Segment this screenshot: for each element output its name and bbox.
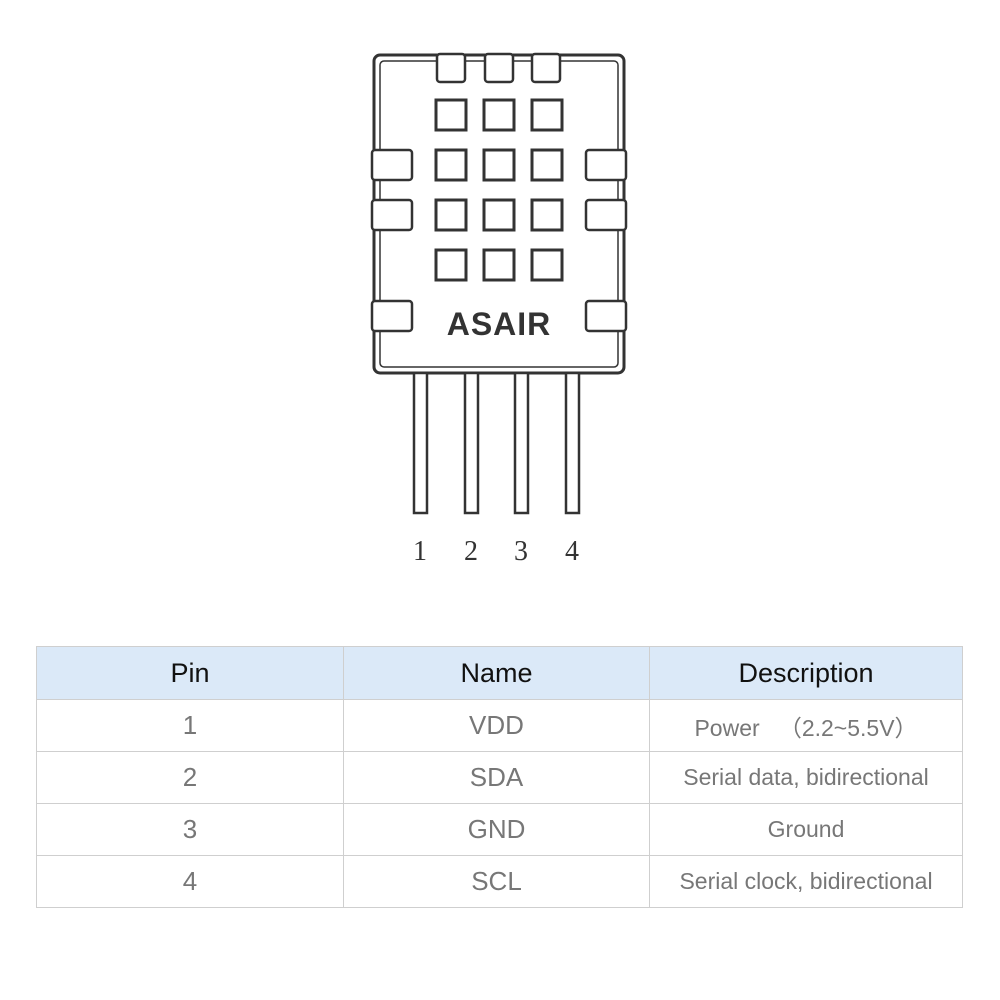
side-vents (370, 148, 628, 333)
header-description: Description (649, 646, 963, 700)
pin-label-3: 3 (514, 536, 528, 567)
pin-cell: 3 (36, 803, 344, 856)
table-row: 3 GND Ground (36, 803, 963, 856)
pin-label-4: 4 (565, 536, 579, 567)
name-cell: GND (343, 803, 650, 856)
brand-logo: ASAIR (447, 306, 552, 342)
sensor-diagram: ASAIR 1 2 3 4 (370, 52, 628, 567)
pin-cell: 2 (36, 751, 344, 804)
name-cell: SCL (343, 855, 650, 908)
vent-grid (434, 98, 564, 282)
name-cell: SDA (343, 751, 650, 804)
pin-label-2: 2 (464, 536, 478, 567)
header-name: Name (343, 646, 650, 700)
table-row: 4 SCL Serial clock, bidirectional (36, 855, 963, 908)
table-row: 2 SDA Serial data, bidirectional (36, 751, 963, 804)
pin-table: Pin Name Description 1 VDD Power （2.2~5.… (36, 646, 963, 908)
header-pin: Pin (36, 646, 344, 700)
pin-cell: 4 (36, 855, 344, 908)
pin-cell: 1 (36, 699, 344, 752)
description-cell: Serial clock, bidirectional (649, 855, 963, 908)
description-cell: Serial data, bidirectional (649, 751, 963, 804)
table-row: 1 VDD Power （2.2~5.5V） (36, 699, 963, 752)
name-cell: VDD (343, 699, 650, 752)
description-cell: Power （2.2~5.5V） (649, 699, 963, 752)
description-cell: Ground (649, 803, 963, 856)
top-vents (435, 52, 562, 84)
pin-label-1: 1 (413, 536, 427, 567)
sensor-leads (412, 371, 581, 515)
table-header-row: Pin Name Description (36, 646, 963, 700)
